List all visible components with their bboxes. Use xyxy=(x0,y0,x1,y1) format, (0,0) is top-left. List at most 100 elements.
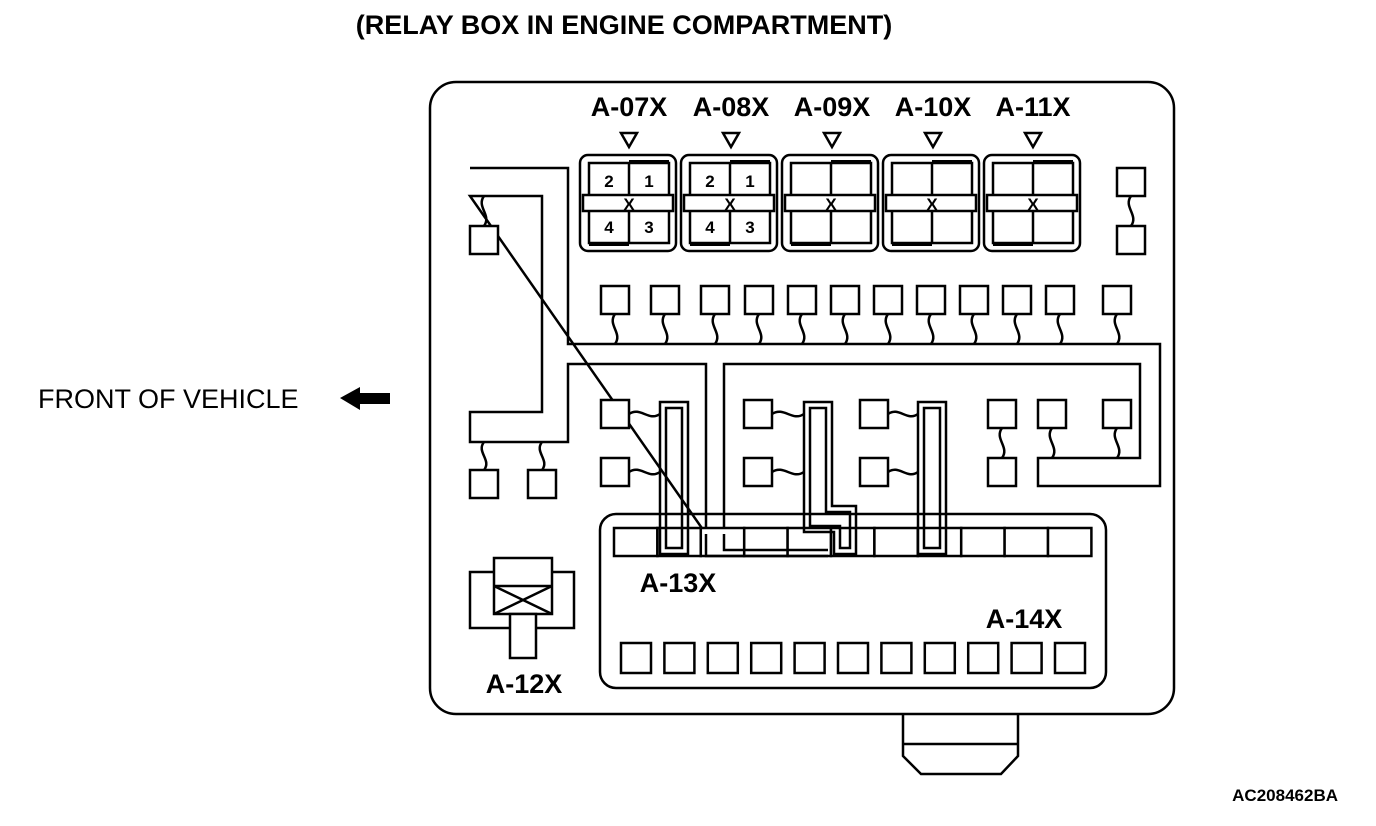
terminal xyxy=(1044,284,1076,316)
terminal-lead xyxy=(628,410,661,418)
relay-pin-number: 4 xyxy=(705,218,715,237)
a14-terminal xyxy=(1053,641,1087,675)
terminal xyxy=(743,284,775,316)
relay-socket: X xyxy=(881,153,981,253)
terminal xyxy=(1101,284,1133,316)
terminal-lead xyxy=(771,410,805,418)
jumper-wire xyxy=(664,406,684,550)
left-wire-channel xyxy=(467,166,1162,538)
relay-bar xyxy=(884,193,978,213)
jumper-wire xyxy=(704,534,828,558)
terminal-lead xyxy=(998,427,1006,459)
relay-socket: X xyxy=(982,153,1082,253)
a13-terminal xyxy=(656,526,703,558)
terminal xyxy=(699,284,731,316)
a13-terminal xyxy=(873,526,920,558)
terminal xyxy=(1001,284,1033,316)
terminal-lead xyxy=(970,313,978,345)
terminal-lead xyxy=(661,313,669,345)
terminal xyxy=(958,284,990,316)
jumper-wire xyxy=(802,400,858,556)
a14-terminal xyxy=(663,641,696,675)
a14-terminal xyxy=(836,641,870,675)
terminal-lead xyxy=(927,313,935,345)
relay-label: A-09X xyxy=(794,92,871,122)
a14-terminal xyxy=(706,641,740,675)
terminal-lead xyxy=(798,313,806,345)
terminal xyxy=(1115,224,1147,256)
a14-terminal xyxy=(793,641,826,675)
terminal-lead xyxy=(841,313,849,345)
terminal-lead xyxy=(538,441,546,471)
terminal xyxy=(872,284,904,316)
relay-box-outline xyxy=(428,80,1176,716)
relay-x-mark: X xyxy=(724,195,736,214)
a14-terminal-row xyxy=(619,641,1087,675)
a13x-label: A-13X xyxy=(640,568,717,598)
terminal-lead xyxy=(887,468,919,476)
terminal-lead xyxy=(884,313,892,345)
relay-pin-number: 1 xyxy=(745,172,754,191)
terminal xyxy=(986,398,1018,430)
terminal xyxy=(649,284,681,316)
pointer-icon xyxy=(922,131,944,150)
terminals xyxy=(468,166,1147,500)
pointer-icon xyxy=(821,131,843,150)
terminal-lead xyxy=(711,313,719,345)
a14x-label: A-14X xyxy=(986,604,1063,634)
terminal xyxy=(599,456,631,488)
relay-pin-number: 4 xyxy=(604,218,614,237)
relay-pin-number: 2 xyxy=(604,172,613,191)
relay-pointers xyxy=(618,131,1044,150)
a12x-label: A-12X xyxy=(486,669,563,699)
a14-terminal xyxy=(1010,641,1043,675)
relay-label: A-07X xyxy=(591,92,668,122)
relay-label: A-11X xyxy=(995,92,1070,122)
relay-x-mark: X xyxy=(926,195,938,214)
terminal-lead xyxy=(771,468,805,476)
terminal-lead xyxy=(1127,195,1135,227)
a13-terminal xyxy=(829,526,876,558)
terminal-lead xyxy=(887,410,919,418)
jumper-wire xyxy=(922,406,942,550)
terminal xyxy=(599,284,631,316)
terminal xyxy=(986,456,1018,488)
terminal xyxy=(1115,166,1147,198)
a13-terminal xyxy=(742,526,789,558)
pointer-icon xyxy=(1022,131,1044,150)
pointer-icon xyxy=(720,131,742,150)
a14-terminal xyxy=(966,641,1000,675)
relay-bar xyxy=(783,193,877,213)
top-relay-labels: A-07X A-08X A-09X A-10X A-11X xyxy=(591,92,1071,122)
connector-block-outline xyxy=(598,512,1108,690)
relay-bar xyxy=(581,193,675,213)
a14-terminal xyxy=(749,641,783,675)
terminal-lead xyxy=(1113,313,1121,345)
terminal-lead xyxy=(628,468,661,476)
relay-label: A-10X xyxy=(895,92,972,122)
terminal-lead xyxy=(755,313,763,345)
relay-label: A-08X xyxy=(693,92,770,122)
terminal xyxy=(858,456,890,488)
diagram-title: (RELAY BOX IN ENGINE COMPARTMENT) xyxy=(356,10,893,40)
a12x-relay xyxy=(468,556,576,660)
terminal-lead xyxy=(480,195,488,227)
terminal xyxy=(742,398,774,430)
terminal-lead xyxy=(480,441,488,471)
terminal xyxy=(526,468,558,500)
terminal xyxy=(468,468,500,500)
figure-code: AC208462BA xyxy=(1232,786,1338,805)
jumper-wires xyxy=(658,400,948,558)
terminal-lead xyxy=(1048,427,1056,459)
relay-socket: X xyxy=(780,153,880,253)
relay-pin-number: 2 xyxy=(705,172,714,191)
a13-terminal xyxy=(1046,526,1093,558)
terminal-lead xyxy=(1056,313,1064,345)
relay-x-mark: X xyxy=(623,195,635,214)
relay-x-mark: X xyxy=(825,195,837,214)
terminal xyxy=(858,398,890,430)
